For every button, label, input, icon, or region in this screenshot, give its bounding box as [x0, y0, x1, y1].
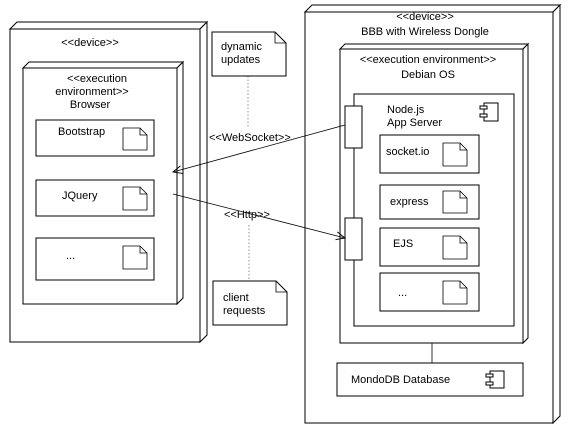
component-icon — [479, 102, 499, 122]
artifact-socketio-label: socket.io — [386, 146, 429, 158]
note-updates-line-1: dynamic — [221, 41, 262, 53]
artifact-express-label: express — [390, 196, 429, 208]
http-port[interactable] — [344, 217, 363, 261]
note-box — [212, 280, 288, 326]
debian-env-name: Debian OS — [401, 69, 455, 81]
browser-env-stereotype-2: environment>> — [55, 86, 128, 98]
artifact-ejs-label: EJS — [393, 238, 413, 250]
database-label: MondoDB Database — [351, 374, 450, 386]
artifact-document-icon — [122, 186, 148, 211]
artifact-document-icon — [442, 280, 468, 305]
artifact-document-icon — [442, 235, 468, 260]
artifact-socketio-box — [379, 134, 480, 174]
client-device-stereotype: <<device>> — [61, 37, 119, 49]
artifact-jquery-label: JQuery — [62, 190, 98, 202]
websocket-connection[interactable] — [173, 124, 346, 172]
websocket-port[interactable] — [344, 105, 363, 149]
artifact-bootstrap-label: Bootstrap — [58, 126, 105, 138]
artifact-more-client[interactable]: ... — [35, 237, 155, 281]
nodejs-component-name-2: App Server — [387, 117, 442, 129]
artifact-document-icon — [122, 127, 148, 151]
http-connection-label: <<Http>> — [224, 209, 270, 221]
artifact-ejs[interactable]: EJS — [379, 227, 480, 267]
artifact-socketio[interactable]: socket.io — [379, 134, 480, 174]
artifact-document-icon — [442, 190, 468, 214]
client-device-side-face — [199, 20, 208, 344]
artifact-more-server-label: ... — [398, 287, 407, 299]
note-updates-line-2: updates — [221, 54, 261, 66]
nodejs-component-name-1: Node.js — [387, 104, 425, 116]
artifact-more-client-box — [35, 237, 155, 281]
note-requests-line-1: client — [223, 292, 249, 304]
note-requests-line-2: requests — [223, 305, 266, 317]
http-connection[interactable] — [172, 193, 345, 238]
server-device-name: BBB with Wireless Dongle — [361, 26, 489, 38]
artifact-more-client-label: ... — [66, 250, 75, 262]
browser-env-name: Browser — [70, 99, 111, 111]
browser-env-stereotype-1: <<execution — [67, 73, 127, 85]
artifact-bootstrap[interactable]: Bootstrap — [35, 119, 155, 157]
debian-env-side-face — [522, 42, 529, 345]
client-device-top-face — [8, 21, 209, 30]
artifact-document-icon — [442, 142, 468, 167]
note-fold — [275, 281, 287, 293]
debian-env-stereotype: <<execution environment>> — [360, 54, 496, 66]
artifact-more-server[interactable]: ... — [379, 272, 480, 312]
note-client-requests[interactable]: client requests — [212, 280, 288, 326]
component-icon — [485, 370, 505, 389]
artifact-jquery[interactable]: JQuery — [35, 179, 155, 217]
artifact-ejs-box — [379, 227, 480, 267]
database-component[interactable]: MondoDB Database — [336, 362, 524, 397]
database-box — [336, 362, 524, 397]
note-fold — [274, 32, 286, 44]
artifact-express[interactable]: express — [379, 184, 480, 220]
server-device-stereotype: <<device>> — [396, 11, 454, 23]
websocket-connection-label: <<WebSocket>> — [209, 132, 291, 144]
note-dynamic-updates[interactable]: dynamic updates — [211, 31, 287, 77]
server-device-side-face — [552, 3, 561, 425]
artifact-more-server-box — [379, 272, 480, 312]
note-box — [211, 31, 287, 77]
debian-env-top-face — [338, 43, 530, 50]
browser-env-top-face — [21, 61, 185, 69]
browser-env-side-face — [176, 60, 184, 306]
artifact-document-icon — [122, 245, 148, 270]
